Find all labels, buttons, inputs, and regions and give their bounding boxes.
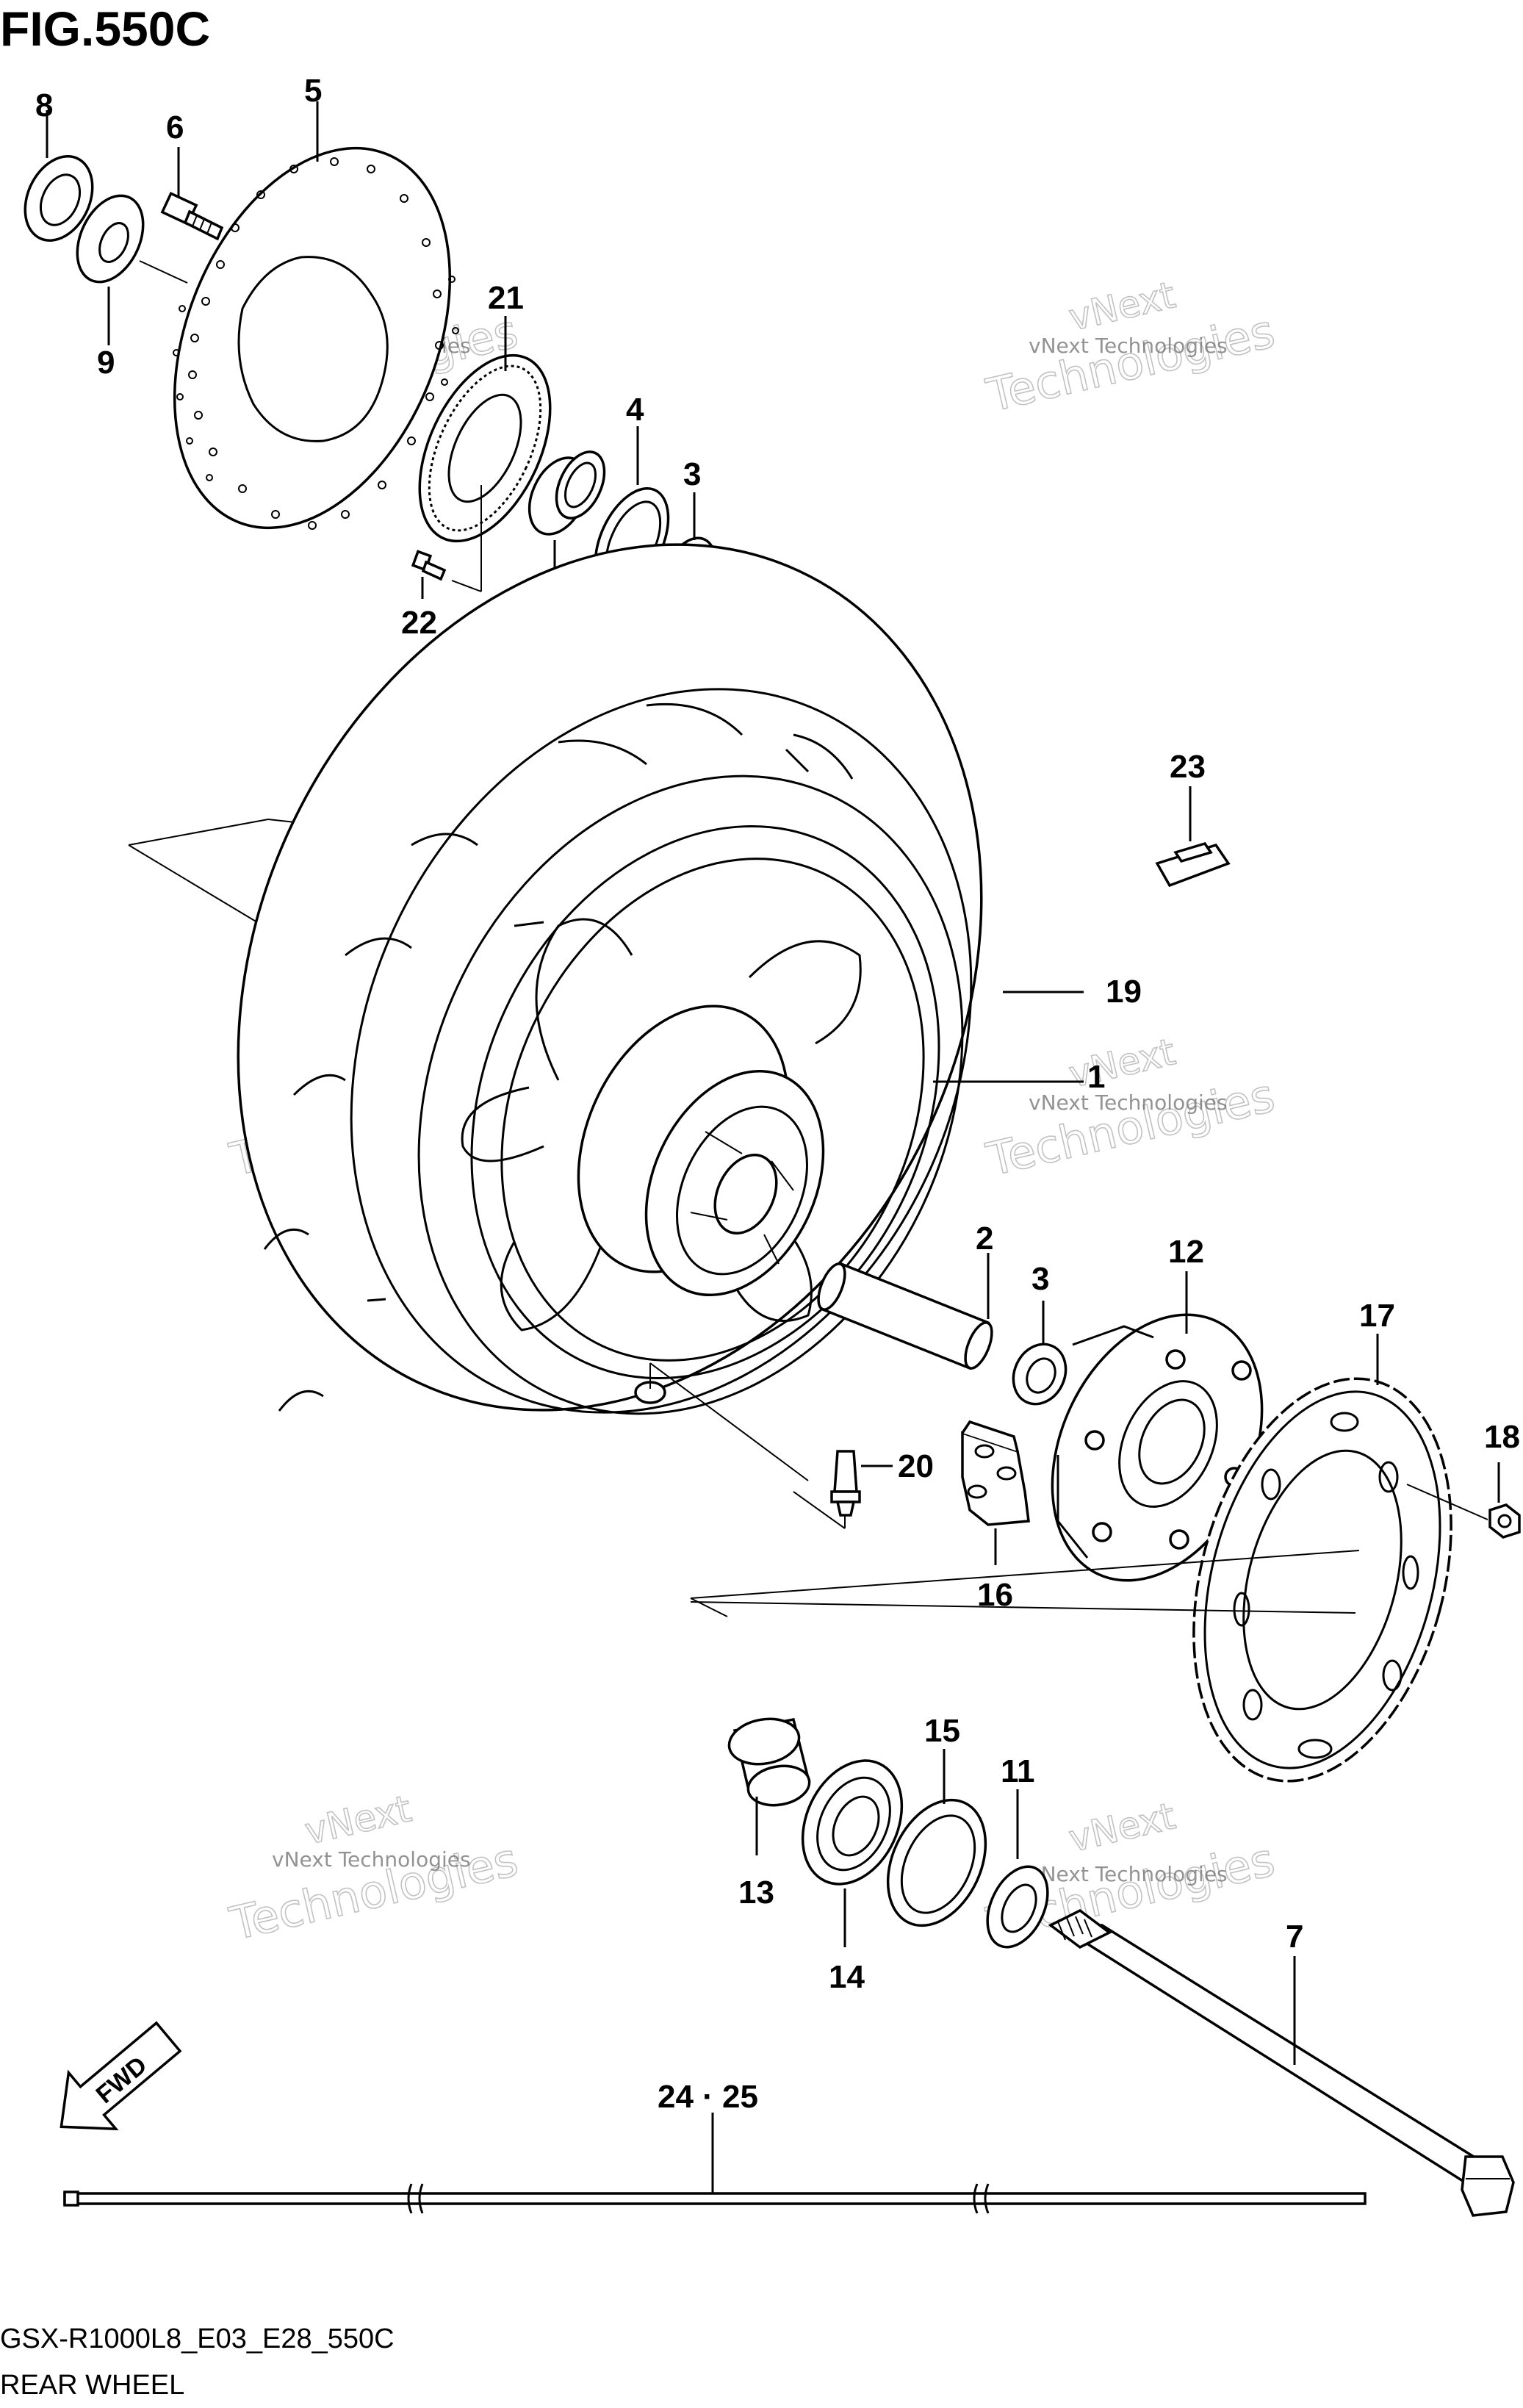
valve-part-20 [649, 1362, 893, 1528]
model-code: GSX-R1000L8_E03_E28_550C [0, 2323, 395, 2354]
part-label-14: 14 [829, 1959, 865, 1995]
damper-part-16 [961, 1420, 1030, 1565]
part-label-17: 17 [1359, 1298, 1395, 1334]
guide-line [793, 1491, 846, 1529]
watermark-small-text: vNext Technologies [1029, 334, 1228, 358]
balance-weight-part-23 [1155, 786, 1231, 888]
part-label-11: 11 [1001, 1753, 1035, 1789]
seal-part-15 [886, 1749, 987, 1927]
screw-part-22 [411, 550, 447, 599]
watermark-mark-text: vNext [301, 1787, 415, 1852]
sensor-ring-part-21 [418, 316, 552, 592]
section-name: REAR WHEEL [0, 2370, 184, 2401]
part-label-21: 21 [488, 280, 524, 316]
part-label-18: 18 [1484, 1419, 1520, 1455]
guide-line [128, 844, 276, 934]
watermark-small-text: vNext Technologies [272, 1847, 471, 1872]
part-label-3-top: 3 [683, 456, 701, 492]
cable-tie-part-24-25 [63, 2113, 1367, 2214]
guide-line [690, 1550, 1360, 1599]
part-label-6: 6 [166, 109, 184, 145]
part-label-9: 9 [97, 345, 115, 381]
spacer-part-11 [986, 1789, 1049, 1949]
part-label-1: 1 [1087, 1059, 1105, 1095]
collar-part-13 [727, 1717, 811, 1855]
part-label-23: 23 [1170, 749, 1206, 785]
watermark: Technologies vNext Technologies vNext [981, 1030, 1280, 1187]
axle-part-7 [1048, 1908, 1515, 2217]
part-label-7: 7 [1286, 1919, 1303, 1955]
figure-title: FIG.550C [0, 1, 210, 56]
part-label-20: 20 [898, 1448, 934, 1484]
part-label-24-25: 24 · 25 [658, 2079, 758, 2115]
bearing-part-3-lower [1012, 1301, 1067, 1406]
spacer-collar-part-10 [528, 450, 606, 581]
watermark-small-text: vNext Technologies [1029, 1862, 1228, 1886]
part-label-13: 13 [738, 1875, 774, 1911]
fwd-arrow-icon: FWD [60, 2021, 182, 2131]
part-label-15: 15 [924, 1713, 960, 1749]
watermark-mark-text: vNext [1065, 1030, 1179, 1096]
watermark-large-text: Technologies [982, 1068, 1279, 1187]
oil-seal-part-8 [24, 110, 94, 242]
spacer-part-9 [76, 194, 188, 345]
part-label-3-lower: 3 [1031, 1261, 1049, 1297]
guide-line [690, 1597, 728, 1617]
watermark-mark-text: vNext [1065, 1794, 1179, 1860]
part-label-2: 2 [976, 1221, 993, 1257]
guide-line [128, 819, 269, 846]
bearing-part-14 [801, 1759, 904, 1947]
part-label-12: 12 [1168, 1234, 1204, 1270]
part-label-19: 19 [1106, 974, 1142, 1010]
part-label-22: 22 [401, 605, 437, 641]
part-label-4: 4 [626, 392, 644, 428]
watermark: Technologies vNext Technologies vNext [224, 1787, 523, 1952]
axle-spacer-part-2 [817, 1253, 993, 1370]
rim-part-1 [461, 824, 1084, 1404]
watermark-small-text: vNext Technologies [1029, 1090, 1228, 1115]
sprocket-part-17 [1192, 1334, 1452, 1783]
nut-part-18 [1406, 1462, 1521, 1539]
guide-line [690, 1601, 1356, 1614]
disc-bolt-part-6 [160, 147, 224, 241]
part-label-8: 8 [35, 87, 53, 123]
brake-disc-part-5 [173, 101, 459, 530]
part-label-5: 5 [304, 73, 322, 109]
watermark: Technologies vNext Technologies vNext [981, 273, 1280, 423]
